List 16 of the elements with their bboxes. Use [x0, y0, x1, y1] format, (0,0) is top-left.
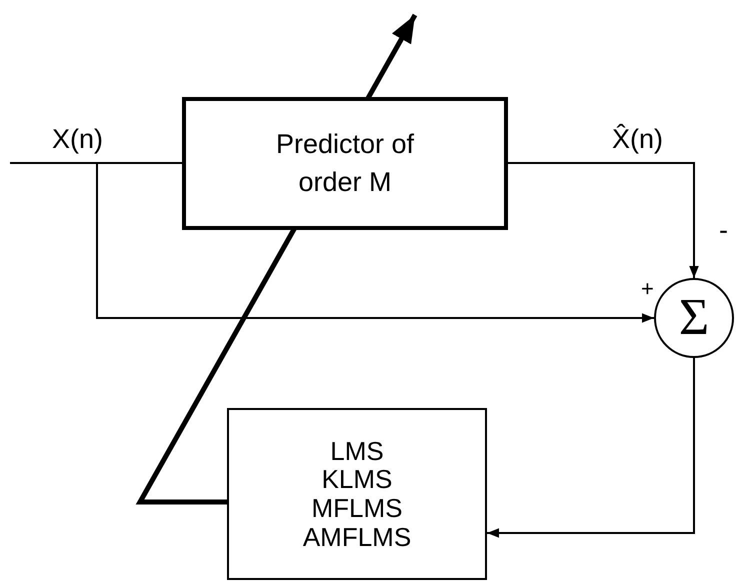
process-box: [182, 97, 508, 230]
algorithm-name: MFLMS: [312, 494, 402, 523]
signal-label: +: [641, 276, 654, 302]
algorithm-name: AMFLMS: [302, 522, 412, 552]
signal-label: X(n): [52, 124, 104, 155]
arrow: [508, 162, 699, 278]
signal-label: X̂(n): [612, 124, 664, 155]
signal-line: [10, 162, 182, 164]
signal-label: -: [719, 215, 728, 246]
algorithm-name: LMS: [330, 436, 384, 466]
box-label: Predictor of order M: [274, 128, 416, 198]
arrow: [96, 163, 654, 323]
algorithm-name: KLMS: [322, 465, 392, 494]
arrow: [487, 358, 695, 538]
sum-symbol: Σ: [678, 292, 710, 344]
process-box: [227, 408, 487, 580]
